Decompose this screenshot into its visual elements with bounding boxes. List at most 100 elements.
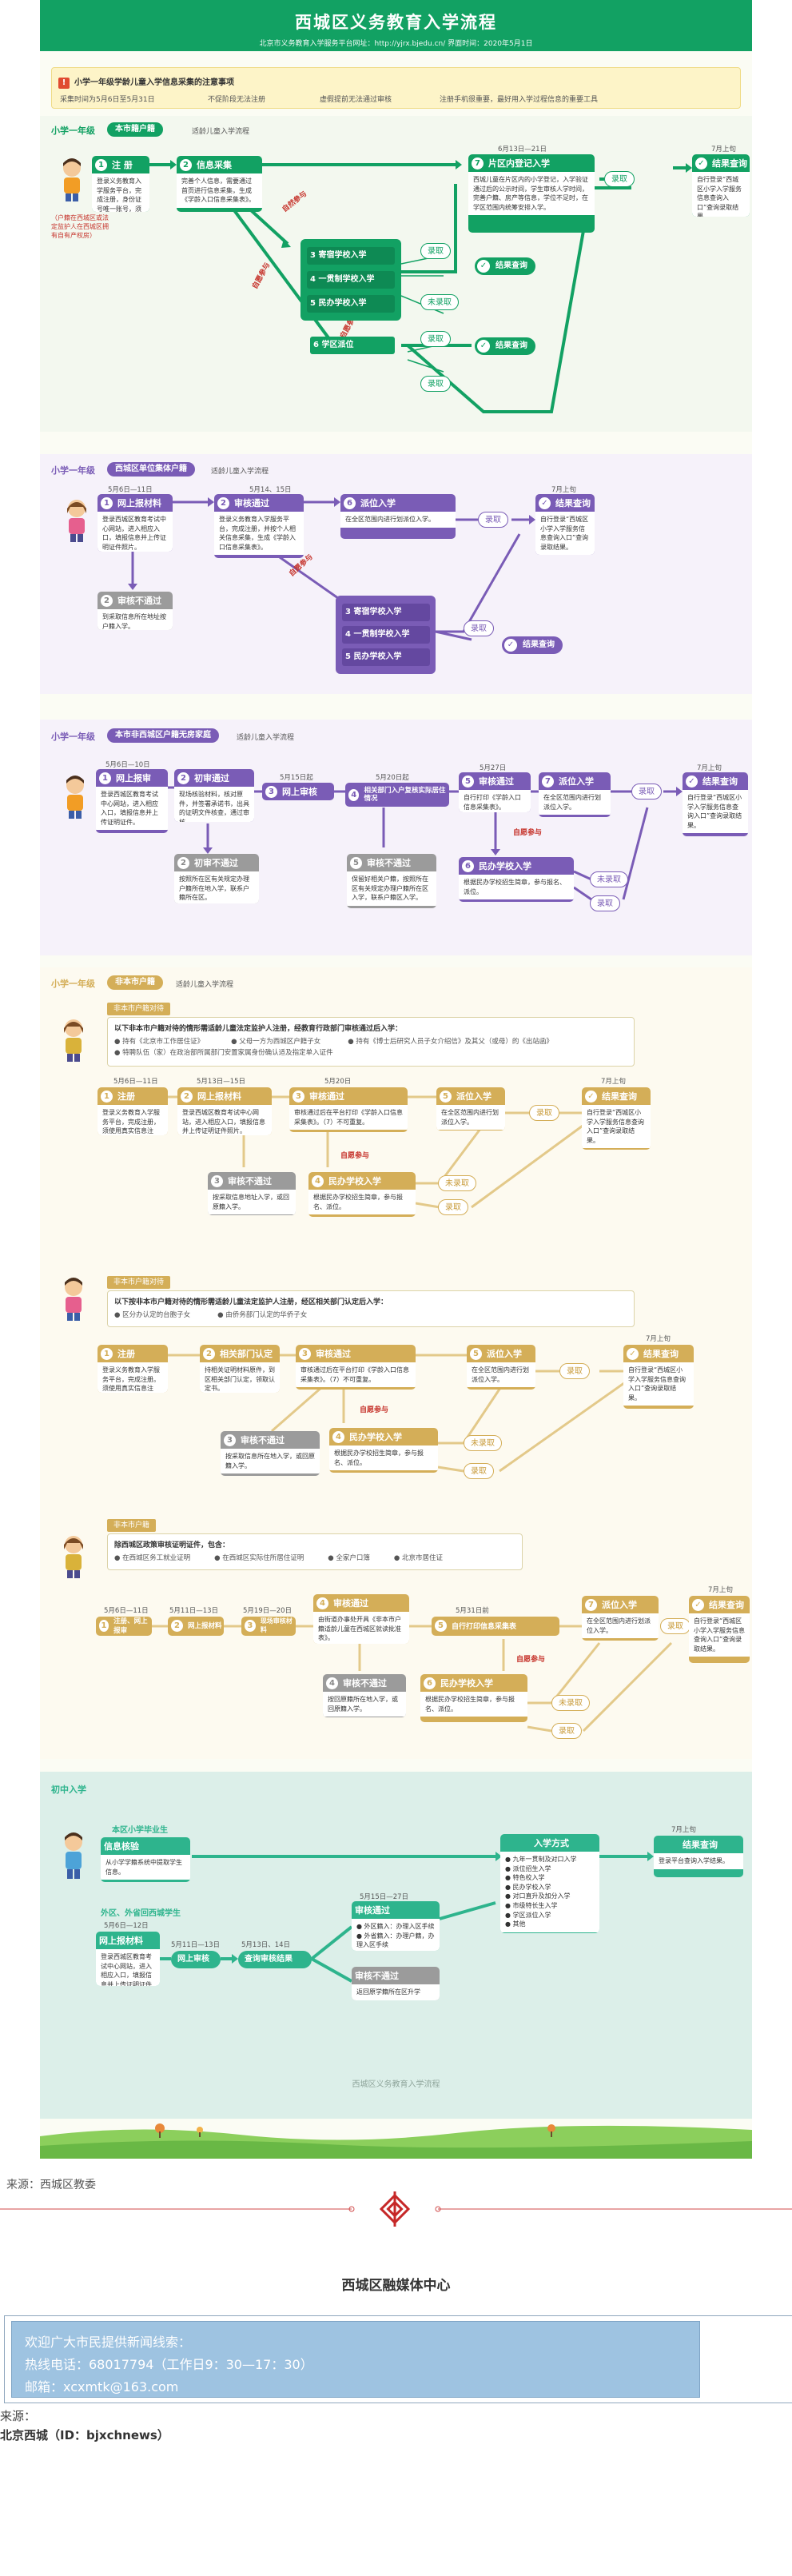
step-result-query[interactable]: ✓结果查询 自行登录“西城区小学入学服务信息查询入口”查询录取结果。 xyxy=(692,154,750,217)
not-enrolled-button[interactable]: 未录取 xyxy=(590,871,628,887)
step-number: 5 xyxy=(470,1347,482,1360)
step-title: 初审不通过 xyxy=(194,858,238,868)
not-enrolled-button[interactable]: 未录取 xyxy=(420,294,459,310)
step-date: 5月13日、14日 xyxy=(241,1941,291,1949)
not-enrolled-button[interactable]: 未录取 xyxy=(464,1435,502,1451)
step-result-query[interactable]: ✓结果查询 自行登录“西城区小学入学服务信息查询入口”查询录取结果。 xyxy=(689,1596,750,1663)
poster-watermark: 西城区义务教育入学流程 xyxy=(352,2080,440,2089)
step-number: 2 xyxy=(217,496,229,509)
step-result-query[interactable]: ✓结果查询 自行登录“西城区小学入学服务信息查询入口”查询录取结果。 xyxy=(582,1087,651,1150)
pass-item: ● 外省籍入：办理户籍，办理入区手续 xyxy=(356,1932,435,1949)
requirement-item: ● 父母一方为西城区户籍子女 xyxy=(231,1038,321,1046)
notice-item: 注册手机很重要，最好用入学过程信息的重要工具 xyxy=(440,96,599,104)
step-title: 审核不通过 xyxy=(355,1971,399,1981)
enroll-button[interactable]: 录取 xyxy=(438,1199,468,1215)
requirement-item: ● 持有《博士后研究人员子女介绍信》及其父（或母）的《出站函》 xyxy=(348,1038,553,1046)
step-date: 7月上旬 xyxy=(551,486,576,494)
enroll-button[interactable]: 录取 xyxy=(559,1363,590,1379)
step-result-query[interactable]: ✓结果查询 自行登录“西城区小学入学服务信息查询入口”查询录取结果。 xyxy=(683,772,748,836)
enroll-button[interactable]: 录取 xyxy=(420,243,451,259)
step-desc: 到采取信息所在地址按户籍入学。 xyxy=(98,609,173,630)
step-desc: 按回原籍所在地入学，或回原籍入学。 xyxy=(323,1692,406,1717)
step-date: 5月20日起 xyxy=(376,774,409,782)
step-number: 7 xyxy=(542,775,554,788)
transfer-students-label: 外区、外省回西城学生 xyxy=(101,1909,181,1918)
contact-box: 欢迎广大市民提供新闻线索： 热线电话：68017794（工作日9：30—17：3… xyxy=(4,2315,792,2403)
step-title: 片区内登记入学 xyxy=(488,158,550,169)
method-item: ● 九年一贯制及对口入学 xyxy=(505,1856,577,1863)
enroll-button[interactable]: 录取 xyxy=(478,512,508,528)
method-item: ● 市级特长生入学 xyxy=(505,1901,558,1909)
volunteer-tag: 自愿参与 xyxy=(516,1656,546,1664)
step-result-query[interactable]: ✓结果查询 自行登录“西城区小学入学服务信息查询入口”查询录取结果。 xyxy=(623,1345,694,1409)
check-icon: ✓ xyxy=(692,1598,704,1611)
enroll-button[interactable]: 录取 xyxy=(529,1105,559,1121)
enroll-button[interactable]: 录取 xyxy=(551,1723,582,1739)
enroll-button[interactable]: 录取 xyxy=(464,620,494,636)
section-note: 适龄儿童入学流程 xyxy=(192,128,250,136)
enroll-button[interactable]: 录取 xyxy=(590,895,620,911)
contact-email[interactable]: 邮箱：xcxmtk@163.com xyxy=(25,2379,179,2395)
step-desc: 在全区范围内进行划派位入学。 xyxy=(340,512,456,528)
section-note: 适龄儿童入学流程 xyxy=(176,981,234,989)
student-illustration xyxy=(58,1831,90,1884)
step-title: 信息核验 xyxy=(104,1841,139,1852)
not-enrolled-button[interactable]: 未录取 xyxy=(551,1695,590,1711)
step-title: 派位入学 xyxy=(456,1091,492,1102)
step-number: 2 xyxy=(203,1347,215,1360)
step-desc: 在全区范围内进行划派位入学。 xyxy=(539,790,611,815)
step-number: 2 xyxy=(101,594,113,607)
step-title: 审核不通过 xyxy=(241,1435,285,1446)
option-integrated: 4 一贯制学校入学 xyxy=(342,626,430,644)
step-title: 派位入学 xyxy=(487,1349,522,1359)
step-title: 审核通过 xyxy=(355,1905,390,1916)
step-title: 审核不通过 xyxy=(367,858,411,868)
image-credit: 来源：西城区教委 xyxy=(6,2179,96,2191)
step-title: 注册 xyxy=(117,1091,135,1102)
volunteer-tag: 自愿参与 xyxy=(360,1406,389,1414)
step-number: 3 xyxy=(211,1174,223,1187)
step-desc: 在全区范围内进行划派位入学。 xyxy=(467,1362,535,1388)
step-desc: 登录义务教育入学服务平台，完成注册，并按个人相关信息采集，生成《学龄入口信息采集… xyxy=(214,512,304,556)
step-number: 2 xyxy=(177,772,189,784)
organization-name: 西城区融媒体中心 xyxy=(341,2278,451,2294)
enroll-button[interactable]: 录取 xyxy=(604,171,635,187)
requirement-title: 除西城区政策审核证明证件，包含： xyxy=(114,1541,230,1549)
step-desc: 按采取信息地址入学，或回原籍入学。 xyxy=(208,1190,296,1215)
step-number: 7 xyxy=(585,1598,597,1611)
step-date: 6月13日—21日 xyxy=(498,146,547,154)
step-result-query[interactable]: ✓结果查询 自行登录“西城区小学入学服务信息查询入口”查询录取结果。 xyxy=(535,494,595,555)
section-grade: 小学一年级 xyxy=(51,126,95,136)
result-query-pill[interactable]: ✓结果查询 xyxy=(475,257,535,275)
step-number: 6 xyxy=(424,1677,436,1689)
step-result-query[interactable]: 结果查询 登录平台查询入学结果。 xyxy=(654,1836,743,1877)
enroll-button[interactable]: 录取 xyxy=(660,1618,691,1634)
method-item: ● 民办学校入学 xyxy=(505,1883,551,1891)
step-title: 审核不通过 xyxy=(228,1176,272,1186)
result-query-pill[interactable]: ✓结果查询 xyxy=(475,337,535,355)
result-query-pill[interactable]: ✓结果查询 xyxy=(502,636,563,654)
enroll-button[interactable]: 录取 xyxy=(420,331,451,347)
enroll-button[interactable]: 录取 xyxy=(631,784,662,800)
step-title: 注 册 xyxy=(112,160,133,170)
step-desc: 审核通过后在平台打印《学龄入口信息采集表》。（7）不可重复。 xyxy=(289,1105,408,1130)
enroll-button[interactable]: 录取 xyxy=(464,1463,494,1479)
not-enrolled-button[interactable]: 未录取 xyxy=(438,1175,476,1191)
section-grade: 初中入学 xyxy=(51,1784,86,1795)
requirement-item: ● 北京市居住证 xyxy=(393,1554,443,1562)
step-desc: 自行登录“西城区小学入学服务信息查询入口”查询录取结果。 xyxy=(689,1613,750,1657)
step-date: 5月6日—11日 xyxy=(108,486,153,494)
step-title: 民办学校入学 xyxy=(349,1432,402,1442)
step-desc: 登录西城区教育考试中心网站，进入相应入口，填报信息并上传证明证件照片。 xyxy=(98,512,173,552)
requirement-box: 以下非本市户籍对待的情形需适龄儿童法定监护人注册，经教育行政部门审核通过后入学：… xyxy=(107,1017,635,1067)
enroll-button[interactable]: 录取 xyxy=(420,376,451,392)
